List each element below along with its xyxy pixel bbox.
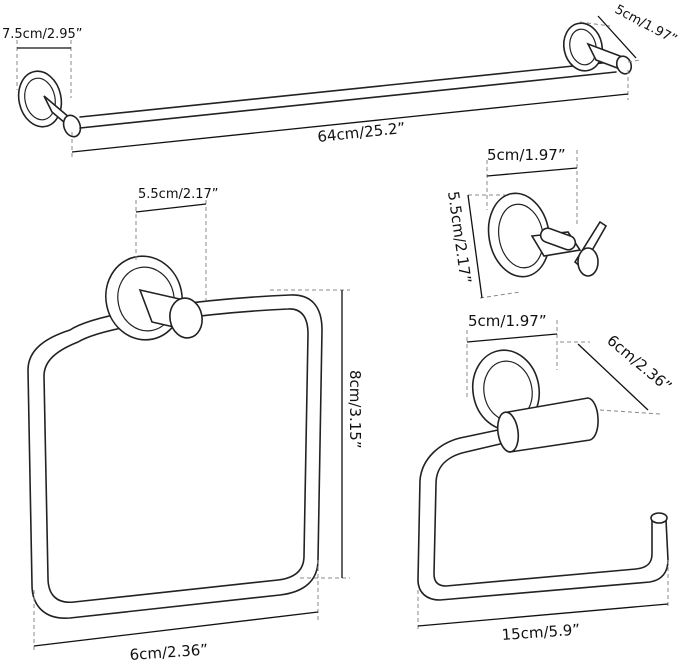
robe-hook-height-label: 5.5cm/2.17” [444, 190, 475, 285]
towel-bar-depth-dimension [597, 15, 637, 59]
toilet-paper-holder-base-dimension [466, 333, 558, 343]
towel-bar-length-label: 64cm/25.2” [317, 119, 407, 146]
towel-ring-height-label: 8cm/3.15” [346, 370, 364, 449]
robe-hook-width-dimension [486, 167, 578, 177]
towel-bar-height-label: 7.5cm/2.95” [2, 27, 83, 42]
towel-ring-base-label: 5.5cm/2.17” [138, 187, 219, 202]
towel-ring-width-dimension [33, 611, 319, 647]
towel-bar-left-base [17, 70, 63, 128]
towel-ring-base-dimension [135, 203, 207, 213]
toilet-paper-holder-base-label: 5cm/1.97” [468, 312, 547, 330]
toilet-paper-holder-depth-dimension [577, 343, 649, 411]
towel-ring-inner [43, 308, 309, 603]
towel-ring: 5.5cm/2.17” 8cm/3.15” 6cm/2.36” [27, 187, 364, 664]
toilet-paper-holder-width-dimension [417, 603, 669, 627]
robe-hook-height-dimension [467, 194, 483, 299]
towel-ring-outer [27, 294, 323, 619]
towel-ring-width-label: 6cm/2.36” [129, 641, 209, 664]
toilet-paper-holder-arm [417, 429, 669, 601]
towel-bar-length-dimension [71, 93, 629, 153]
robe-hook: 5cm/1.97” 5.5cm/2.17” [444, 146, 608, 299]
toilet-paper-holder: 5cm/1.97” 6cm/2.36” 15cm/5.9” [417, 312, 675, 644]
toilet-paper-holder-width-label: 15cm/5.9” [501, 621, 581, 644]
towel-bar-depth-label: 5cm/1.97” [612, 2, 679, 47]
robe-hook-width-label: 5cm/1.97” [487, 146, 566, 164]
toilet-paper-holder-depth-label: 6cm/2.36” [603, 331, 675, 395]
towel-bar-right-base [562, 22, 604, 72]
toilet-paper-holder-arm-tip [650, 512, 668, 524]
towel-bar: 7.5cm/2.95” 5cm/1.97” 64cm/25.2” [2, 2, 679, 160]
